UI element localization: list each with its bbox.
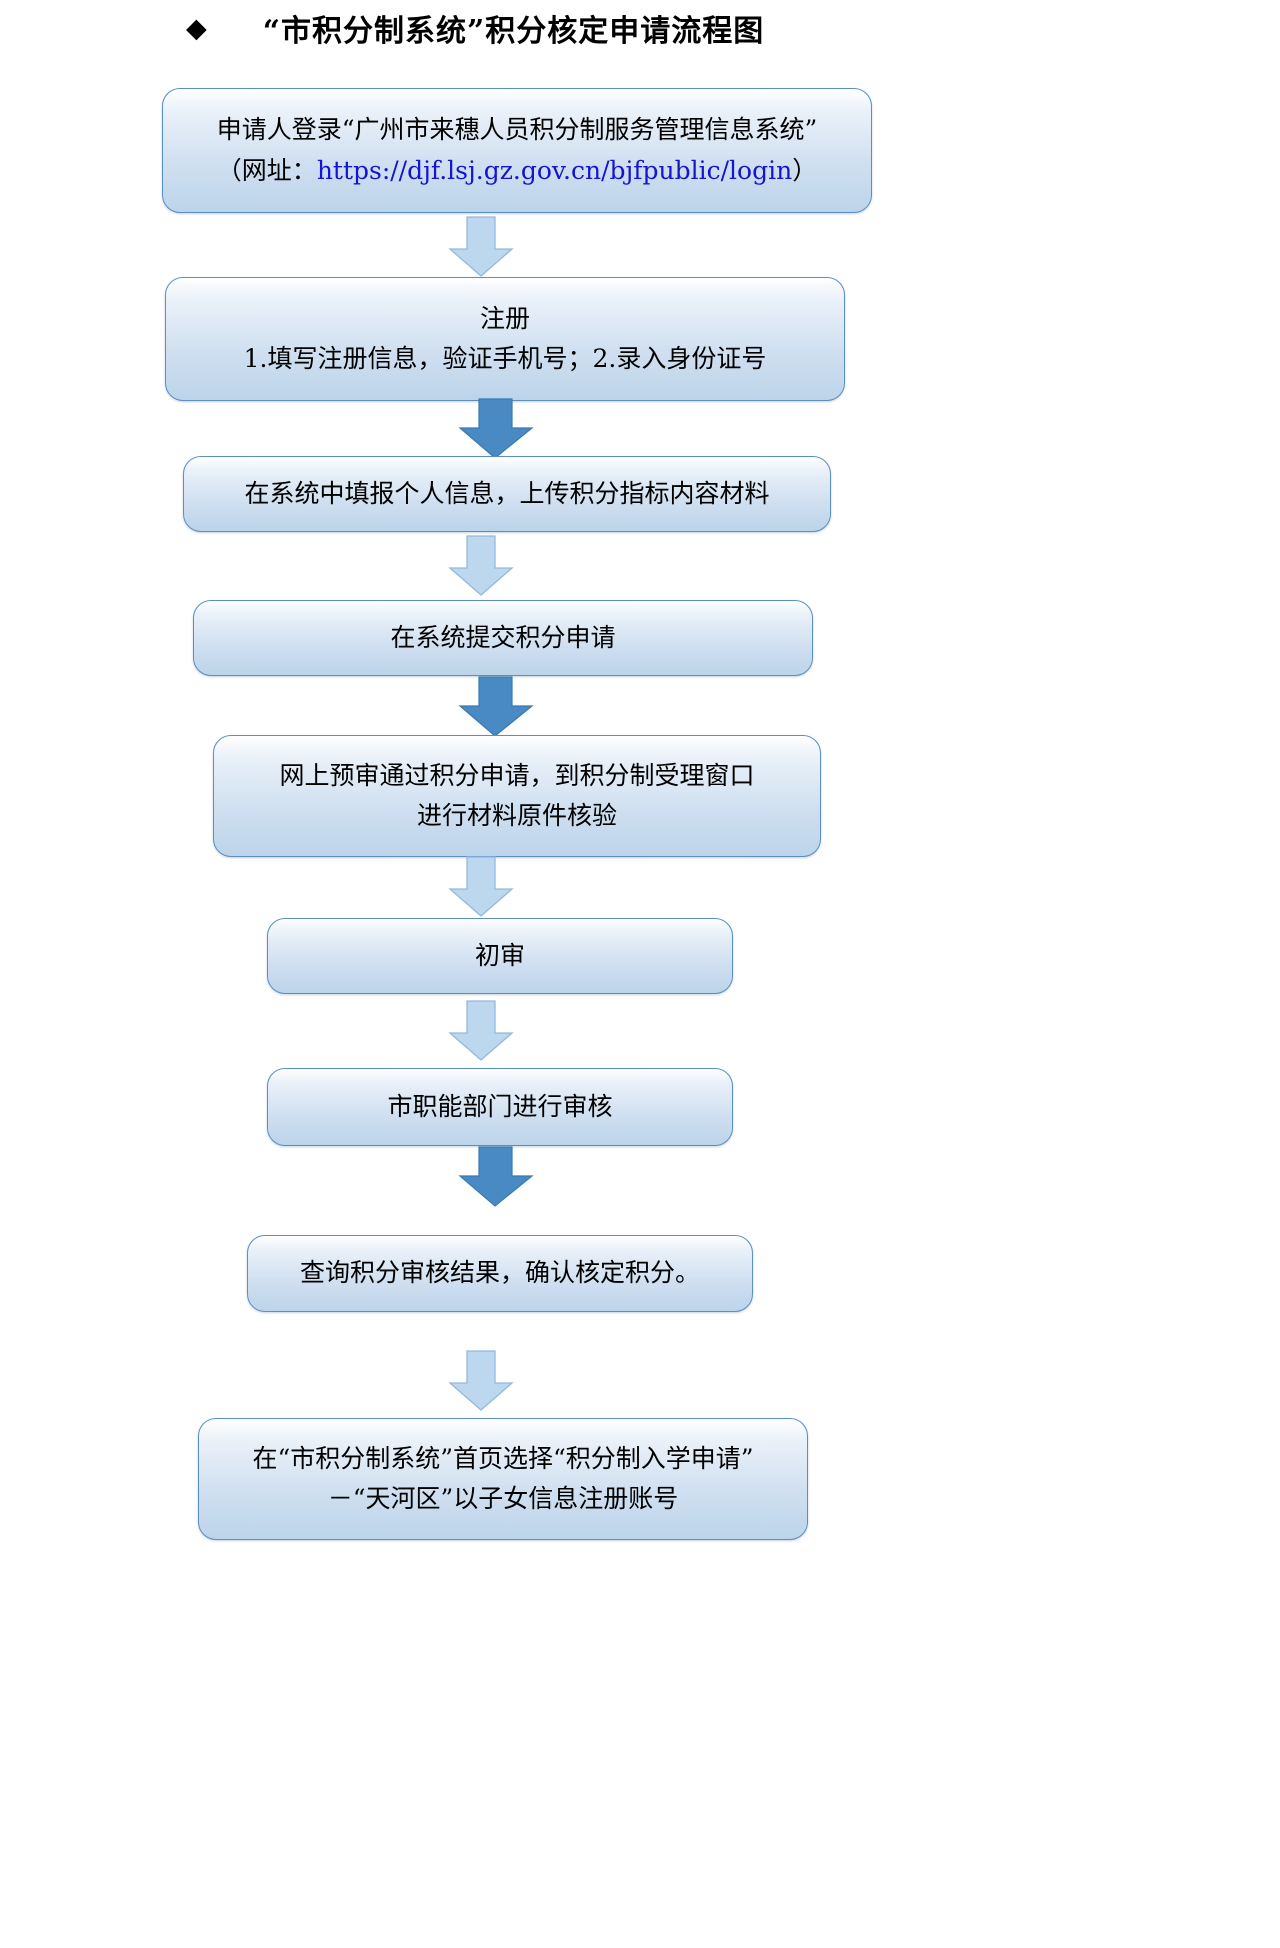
- flow-node-register-line1: 注册: [479, 303, 530, 333]
- flow-node-login-line2: （网址：https://djf.lsj.gz.gov.cn/bjfpublic/…: [217, 151, 817, 192]
- flow-node-window-verify-line2: 进行材料原件核验: [416, 801, 617, 830]
- arrow-submit-to-window-verify: [458, 676, 538, 738]
- flow-node-window-verify[interactable]: 网上预审通过积分申请，到积分制受理窗口 进行材料原件核验: [213, 735, 821, 857]
- arrow-fillinfo-to-submit: [448, 535, 514, 597]
- flow-node-register-child-line1: 在“市积分制系统”首页选择“积分制入学申请”: [252, 1443, 754, 1473]
- arrow-register-to-fillinfo: [458, 398, 538, 460]
- flow-node-query-result[interactable]: 查询积分审核结果，确认核定积分。: [247, 1235, 753, 1312]
- flow-node-window-verify-line1: 网上预审通过积分申请，到积分制受理窗口: [279, 760, 755, 790]
- arrow-window-verify-to-first-review: [448, 856, 514, 918]
- url-prefix: （网址：: [216, 155, 317, 185]
- page-title: ◆ “市积分制系统”积分核定申请流程图: [0, 6, 1030, 50]
- page-title-text: “市积分制系统”积分核定申请流程图: [262, 14, 765, 49]
- flow-node-login[interactable]: 申请人登录“广州市来穗人员积分制服务管理信息系统” （网址：https://dj…: [162, 88, 872, 213]
- arrow-login-to-register: [448, 216, 514, 278]
- flow-node-register-child-line2: －“天河区”以子女信息注册账号: [327, 1484, 679, 1513]
- diamond-bullet-icon: ◆: [186, 12, 207, 44]
- flow-node-department-review[interactable]: 市职能部门进行审核: [267, 1068, 733, 1146]
- flow-node-first-review-line1: 初审: [474, 940, 525, 970]
- flow-node-department-review-line1: 市职能部门进行审核: [387, 1091, 613, 1121]
- flow-node-fill-info-line1: 在系统中填报个人信息，上传积分指标内容材料: [244, 478, 770, 508]
- flow-node-fill-info[interactable]: 在系统中填报个人信息，上传积分指标内容材料: [183, 456, 831, 532]
- flow-node-register[interactable]: 注册 1.填写注册信息，验证手机号；2.录入身份证号: [165, 277, 845, 401]
- flow-node-submit[interactable]: 在系统提交积分申请: [193, 600, 813, 676]
- arrow-query-result-to-register-child: [448, 1350, 514, 1412]
- flow-node-register-line2: 1.填写注册信息，验证手机号；2.录入身份证号: [243, 344, 767, 373]
- flow-node-register-child[interactable]: 在“市积分制系统”首页选择“积分制入学申请” －“天河区”以子女信息注册账号: [198, 1418, 808, 1540]
- flow-node-submit-line1: 在系统提交积分申请: [390, 622, 616, 652]
- url-suffix: ）: [792, 155, 818, 185]
- flow-node-login-line1: 申请人登录“广州市来穗人员积分制服务管理信息系统”: [216, 115, 818, 144]
- login-url-link[interactable]: https://djf.lsj.gz.gov.cn/bjfpublic/logi…: [316, 155, 793, 185]
- flow-node-query-result-line1: 查询积分审核结果，确认核定积分。: [299, 1258, 700, 1288]
- flow-node-first-review[interactable]: 初审: [267, 918, 733, 994]
- arrow-department-review-to-query-result: [458, 1146, 538, 1208]
- arrow-first-review-to-department-review: [448, 1000, 514, 1062]
